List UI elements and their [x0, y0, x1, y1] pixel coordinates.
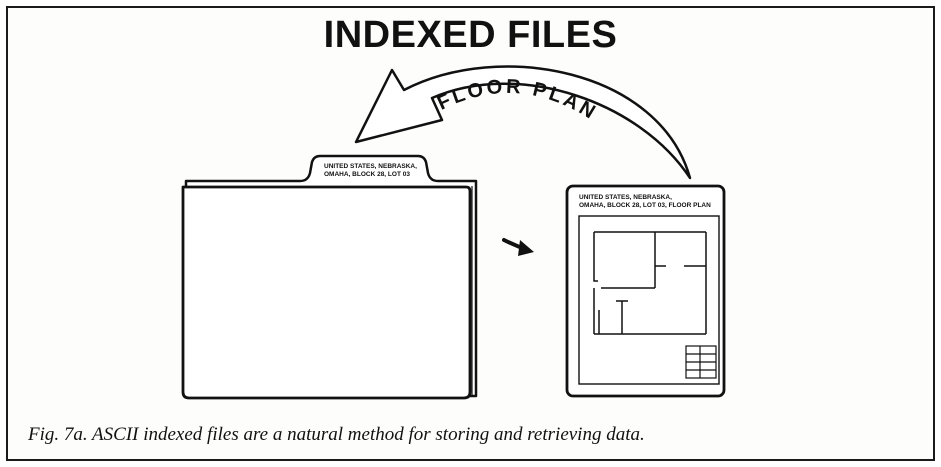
document-header-line1: UNITED STATES, NEBRASKA,: [579, 194, 672, 201]
file-folder: [181, 154, 478, 400]
floor-plan-drawing: [593, 231, 707, 335]
small-arrow: [502, 238, 534, 256]
folder-tab-label-line1: UNITED STATES, NEBRASKA,: [324, 163, 417, 170]
document-header-line2: OMAHA, BLOCK 28, LOT 03, FLOOR PLAN: [579, 202, 711, 209]
folder-tab-label-line2: OMAHA, BLOCK 28, LOT 03: [324, 171, 410, 178]
title-block: [685, 345, 717, 379]
floor-plan-document: [565, 184, 726, 398]
curved-arrow: [354, 65, 692, 180]
figure-title: INDEXED FILES: [323, 14, 618, 56]
figure-caption: Fig. 7a. ASCII indexed files are a natur…: [28, 424, 645, 445]
